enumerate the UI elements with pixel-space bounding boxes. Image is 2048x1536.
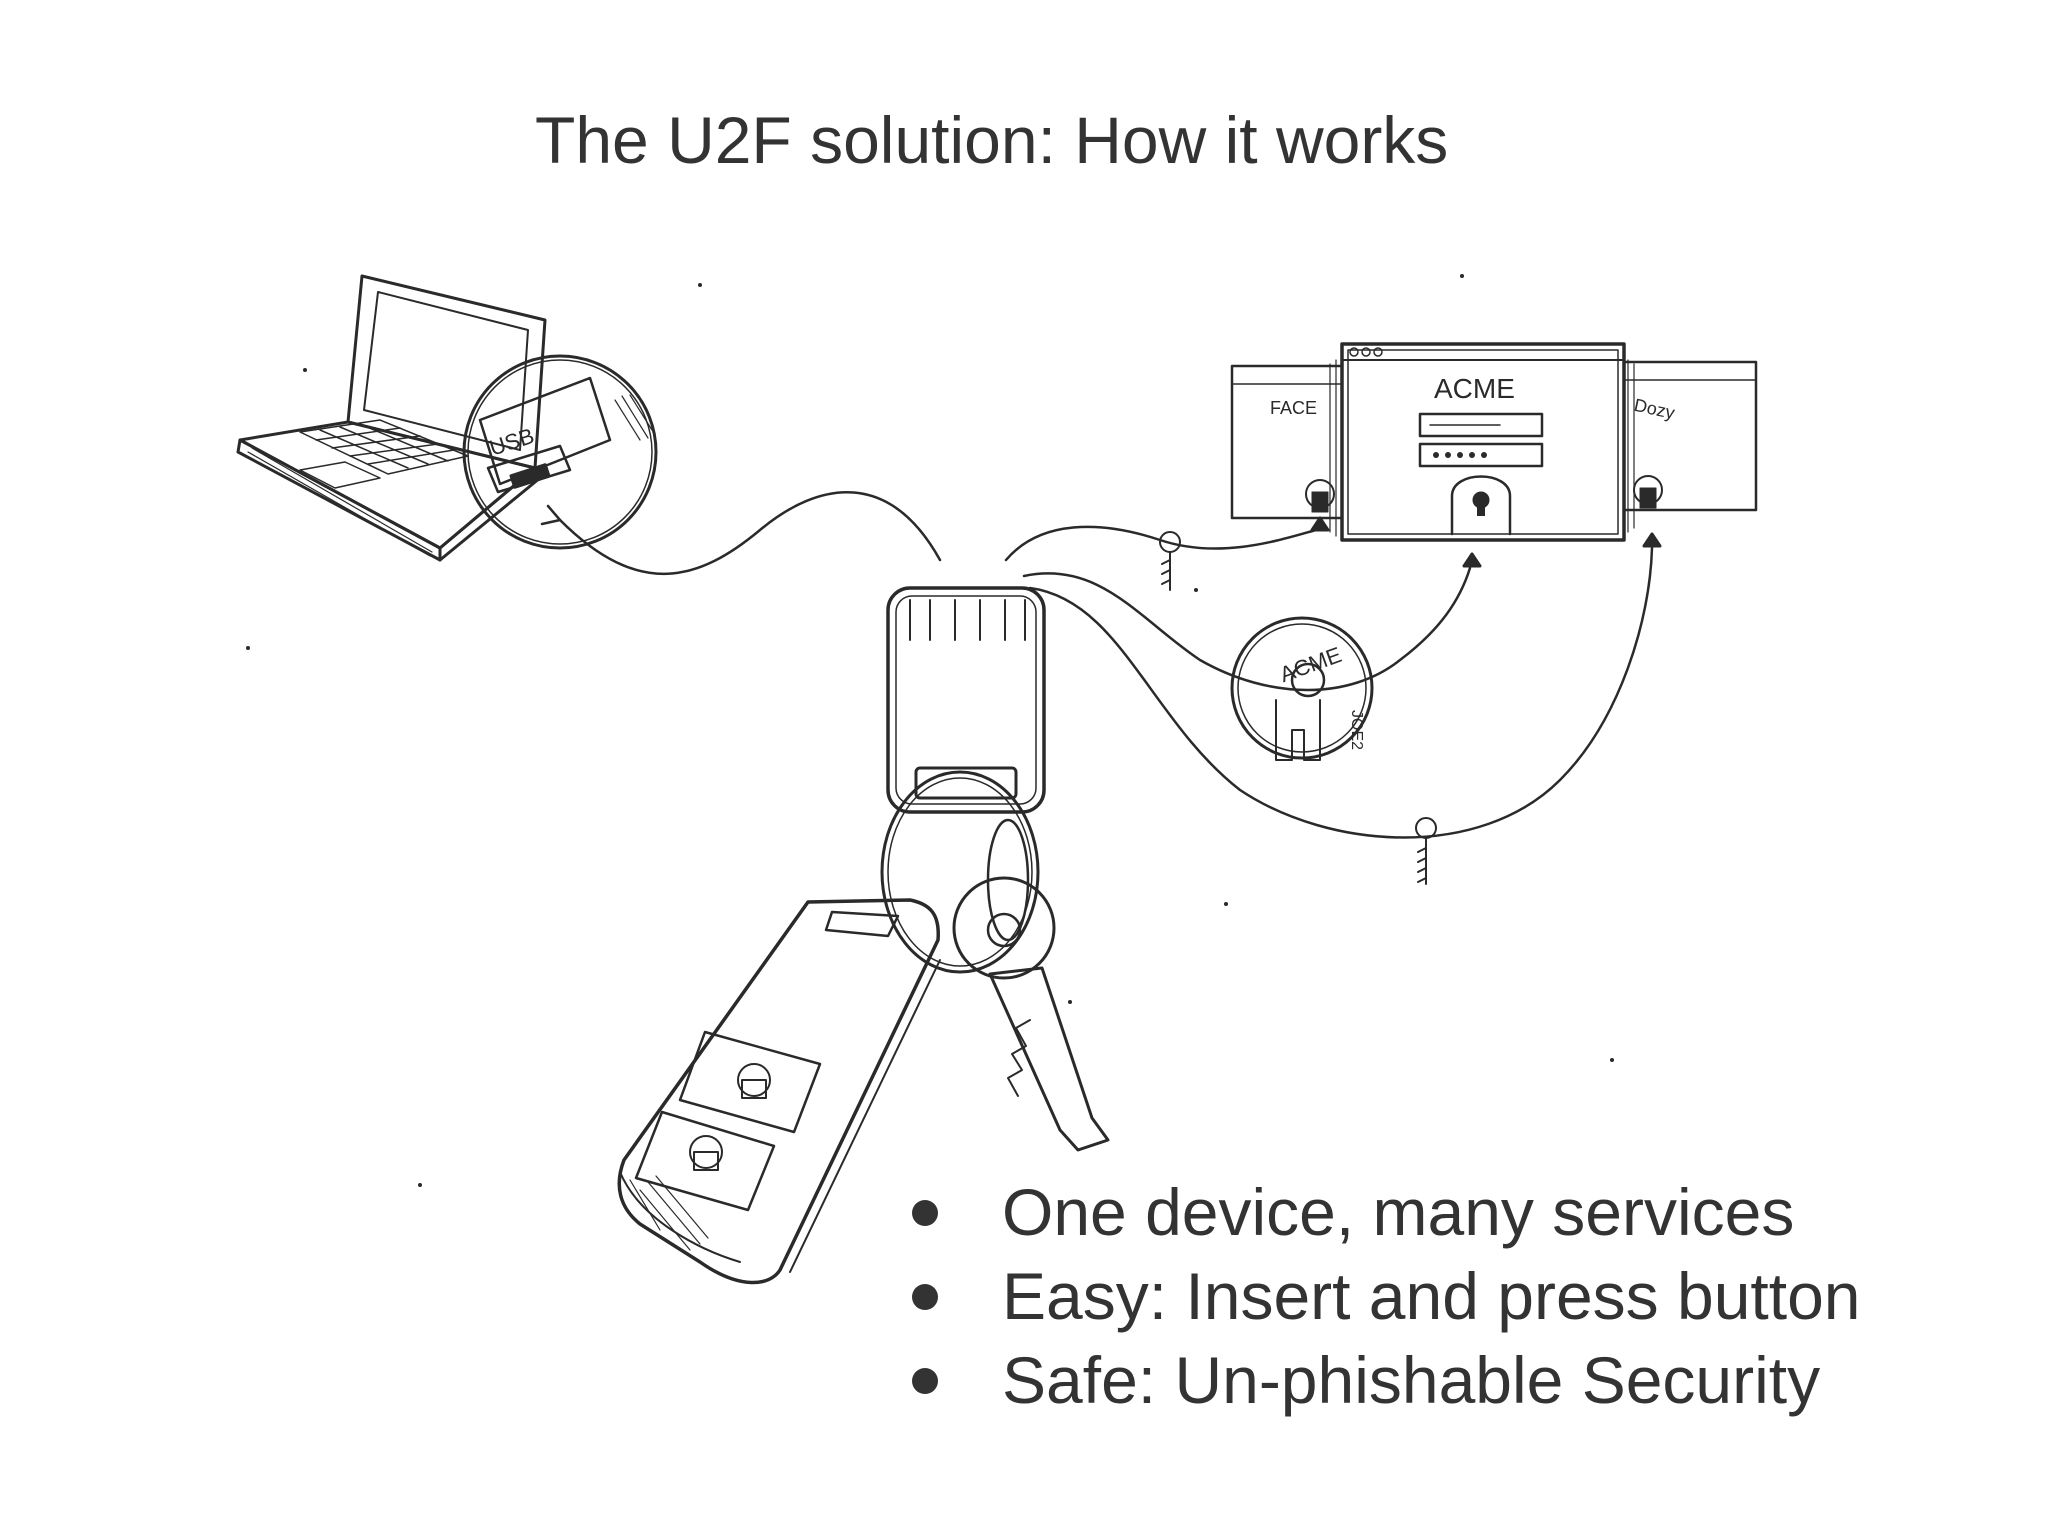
bullet-dot-icon — [912, 1200, 938, 1226]
connection-arrow-laptop — [540, 491, 942, 575]
coin-sublabel: JOE2 — [1348, 710, 1365, 750]
bullet-item: One device, many services — [910, 1170, 1860, 1254]
bullet-item: Easy: Insert and press button — [910, 1254, 1860, 1338]
bullet-dot-icon — [912, 1284, 938, 1310]
bullet-text: Easy: Insert and press button — [1002, 1259, 1861, 1333]
website-main-window: ACME — [1340, 342, 1626, 542]
website-right-window: Dozy — [1618, 360, 1758, 512]
connection-curves-services — [1004, 525, 1654, 839]
bullet-dot-icon — [912, 1368, 938, 1394]
small-key-top — [1159, 531, 1181, 591]
laptop-sketch — [236, 274, 547, 562]
slide-title: The U2F solution: How it works — [535, 103, 1449, 177]
website-right-label: Dozy — [1632, 395, 1676, 423]
pencil-specks — [246, 274, 1614, 1187]
security-key-sketch — [886, 586, 1046, 814]
bullet-item: Safe: Un-phishable Security — [910, 1338, 1860, 1422]
house-key-sketch — [952, 876, 1110, 1152]
window-connector-marks — [1310, 516, 1662, 568]
bullet-text: Safe: Un-phishable Security — [1002, 1343, 1821, 1417]
coin-label: ACME — [1276, 642, 1344, 687]
small-key-bottom — [1415, 817, 1437, 885]
bullet-text: One device, many services — [1002, 1175, 1795, 1249]
feature-bullet-list: One device, many services Easy: Insert a… — [910, 1170, 1860, 1422]
website-left-window: FACE — [1230, 364, 1346, 520]
website-main-label: ACME — [1434, 373, 1515, 404]
website-left-label: FACE — [1270, 398, 1317, 418]
car-key-fob-sketch — [617, 898, 941, 1285]
window-hatching — [1329, 359, 1635, 537]
